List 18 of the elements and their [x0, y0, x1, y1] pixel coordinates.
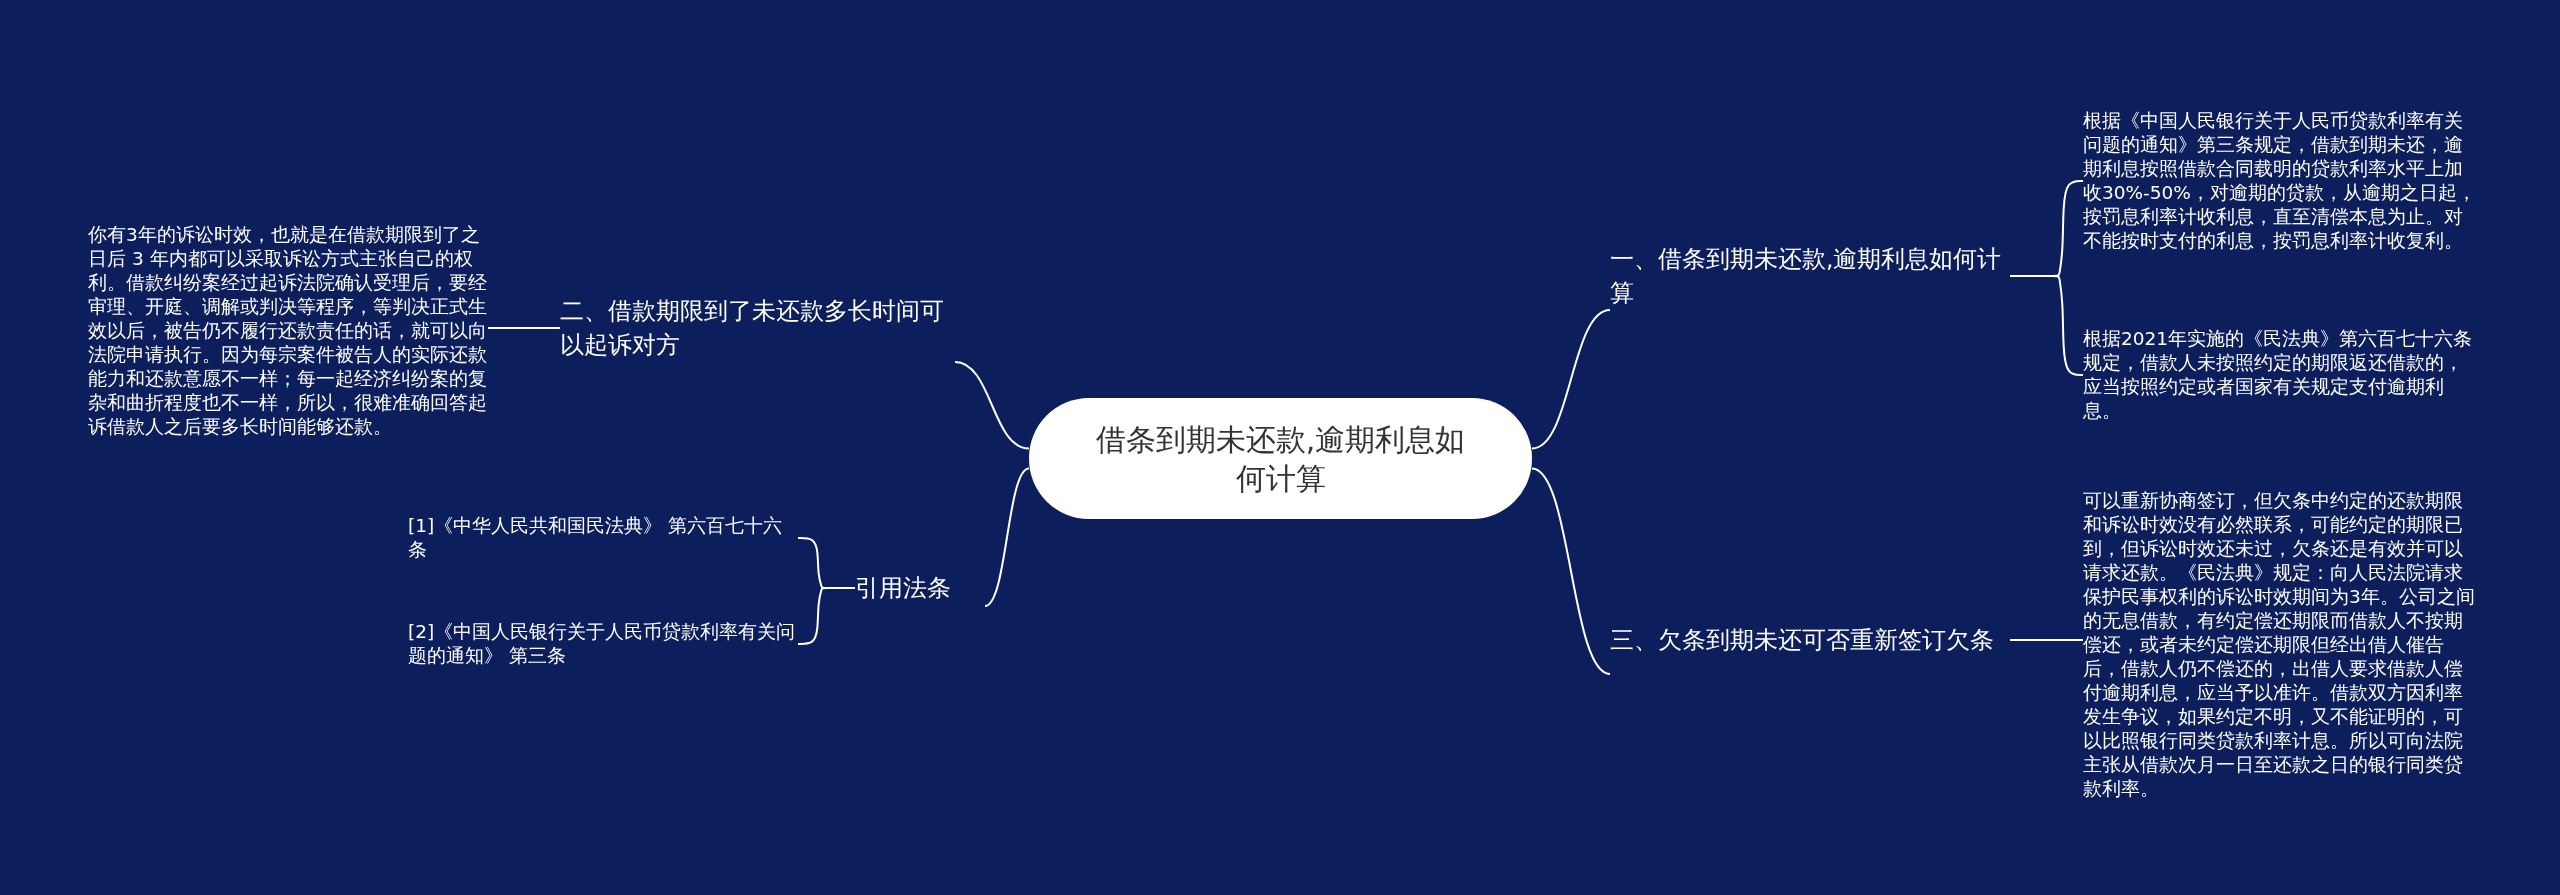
- branch-curve: [1531, 309, 1611, 450]
- bracket-connector: [797, 587, 856, 645]
- bracket-connector: [2009, 639, 2084, 641]
- detail-text: 根据《中国人民银行关于人民币贷款利率有关问题的通知》第三条规定，借款到期未还，逾期利息按照借款合同载明的贷款利率水平上加收30%-50%，对逾期的贷款，从逾期之日起，按罚息利率计收利息，直至清偿本息为止。对不能按时支付的利息，按罚息利率计收复利。: [2083, 108, 2477, 254]
- branch-topic: 三、欠条到期未还可否重新签订欠条: [1610, 624, 1994, 656]
- reference-text: [2]《中国人民银行关于人民币贷款利率有关问题的通知》 第三条: [408, 619, 797, 668]
- detail-text: 可以重新协商签订，但欠条中约定的还款期限和诉讼时效没有必然联系，可能约定的期限已到，但诉讼时效还未过，欠条还是有效并可以请求还款。《民法典》规定：向人民法院请求保护民事权利的诉讼时效期间为3年。公司之间的无息借款，有约定偿还期限而借款人不按期偿还，或者未约定偿还期限但经出借人催告后，借款人仍不偿还的，出借人要求借款人偿付逾期利息，应当予以准许。借款双方因利率发生争议，如果约定不明，又不能证明的，可以比照银行同类贷款利率计息。所以可向法院主张从借款次月一日至还款之日的银行同类贷款利率。: [2083, 488, 2476, 802]
- detail-text: 根据2021年实施的《民法典》第六百七十六条规定，借款人未按照约定的期限返还借款的，应当按照约定或者国家有关规定支付逾期利息。: [2083, 326, 2474, 424]
- central-topic-text: 借条到期未还款,逾期利息如何计算: [1094, 420, 1467, 498]
- branch-curve: [984, 467, 1030, 607]
- bracket-connector: [487, 327, 561, 329]
- branch-topic: 一、借条到期未还款,逾期利息如何计算: [1610, 243, 2003, 309]
- detail-text: 你有3年的诉讼时效，也就是在借款期限到了之日后 3 年内都可以采取诉讼方式主张自己的权利。借款纠纷案经过起诉法院确认受理后，要经审理、开庭、调解或判决等程序，等判决正式生效以后，被告仍不履行还款责任的话，就可以向法院申请执行。因为每宗案件被告人的实际还款能力和还款意愿不一样；每一起经济纠纷案的复杂和曲折程度也不一样，所以，很难准确回答起诉借款人之后要多长时间能够还款。: [88, 222, 488, 440]
- branch-topic: 引用法条: [855, 572, 951, 604]
- branch-topic: 二、借款期限到了未还款多长时间可以起诉对方: [560, 295, 945, 361]
- branch-curve: [1531, 467, 1611, 675]
- reference-text: [1]《中华人民共和国民法典》 第六百七十六条: [408, 513, 784, 562]
- branch-curve: [954, 361, 1030, 450]
